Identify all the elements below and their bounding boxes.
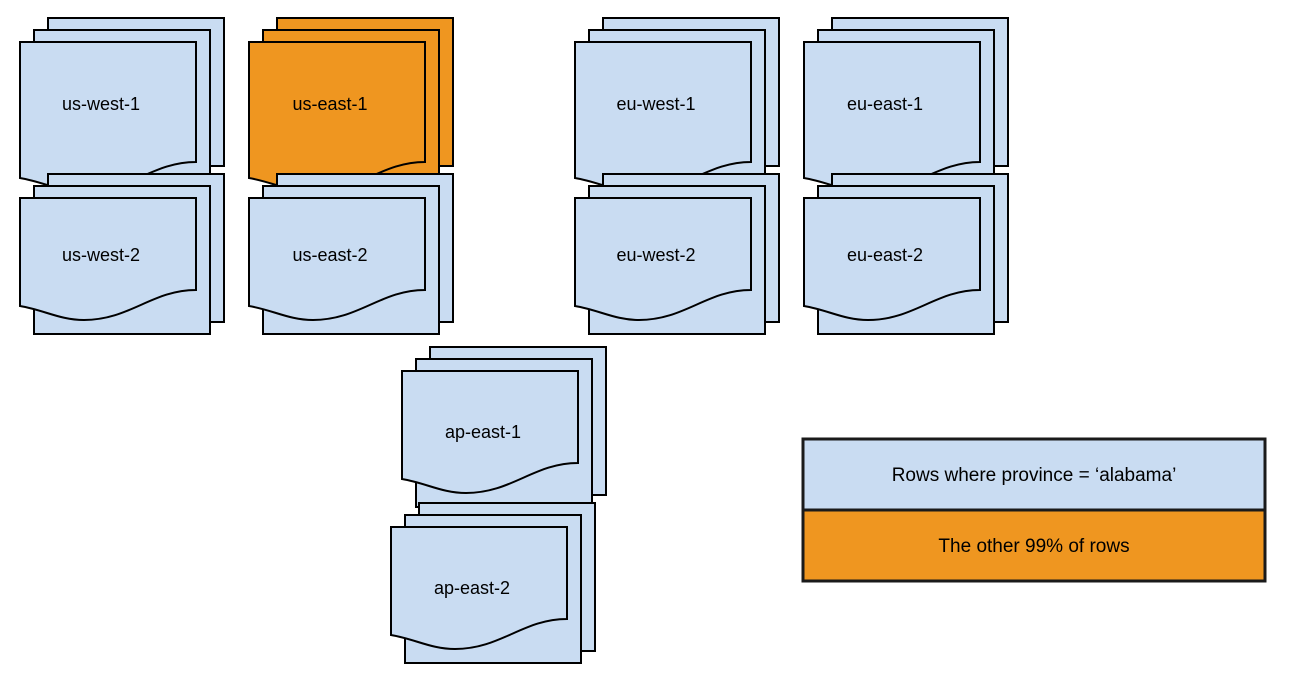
sheet-front (574, 197, 752, 322)
sheet-front (19, 197, 197, 322)
stack-us-west-2[interactable]: us-west-2 (19, 173, 225, 335)
stack-label-eu-west-2: eu-west-2 (616, 245, 695, 265)
sheet-shape (390, 526, 568, 651)
stack-us-east-1[interactable]: us-east-1 (248, 17, 454, 194)
stack-label-us-west-1: us-west-1 (62, 94, 140, 114)
stack-label-eu-west-1: eu-west-1 (616, 94, 695, 114)
stack-label-ap-east-1: ap-east-1 (445, 422, 521, 442)
sheet-front (248, 197, 426, 322)
sheet-shape (574, 197, 752, 322)
stack-eu-east-1[interactable]: eu-east-1 (803, 17, 1009, 194)
legend-label-orange: The other 99% of rows (938, 536, 1129, 557)
sheet-shape (803, 197, 981, 322)
stack-eu-west-2[interactable]: eu-west-2 (574, 173, 780, 335)
legend-swatch-orange (801, 508, 1267, 583)
sheet-shape (19, 197, 197, 322)
stack-eu-east-2[interactable]: eu-east-2 (803, 173, 1009, 335)
stack-us-west-1[interactable]: us-west-1 (19, 17, 225, 194)
stack-label-ap-east-2: ap-east-2 (434, 578, 510, 598)
legend-row-blue: Rows where province = ‘alabama’ (801, 437, 1267, 512)
sheet-front (390, 526, 568, 651)
legend-label-blue: Rows where province = ‘alabama’ (892, 465, 1177, 486)
stack-label-us-east-1: us-east-1 (292, 94, 367, 114)
stack-label-us-west-2: us-west-2 (62, 245, 140, 265)
sheet-shape (248, 197, 426, 322)
sheet-front (803, 197, 981, 322)
stack-label-us-east-2: us-east-2 (292, 245, 367, 265)
stack-ap-east-2[interactable]: ap-east-2 (390, 502, 596, 664)
legend-row-orange: The other 99% of rows (801, 508, 1267, 583)
sheet-shape (401, 370, 579, 495)
stack-eu-west-1[interactable]: eu-west-1 (574, 17, 780, 194)
stack-us-east-2[interactable]: us-east-2 (248, 173, 454, 335)
legend: Rows where province = ‘alabama’ The othe… (801, 437, 1267, 583)
stack-label-eu-east-2: eu-east-2 (847, 245, 923, 265)
stack-ap-east-1[interactable]: ap-east-1 (401, 346, 607, 508)
stack-label-eu-east-1: eu-east-1 (847, 94, 923, 114)
sheet-front (401, 370, 579, 495)
